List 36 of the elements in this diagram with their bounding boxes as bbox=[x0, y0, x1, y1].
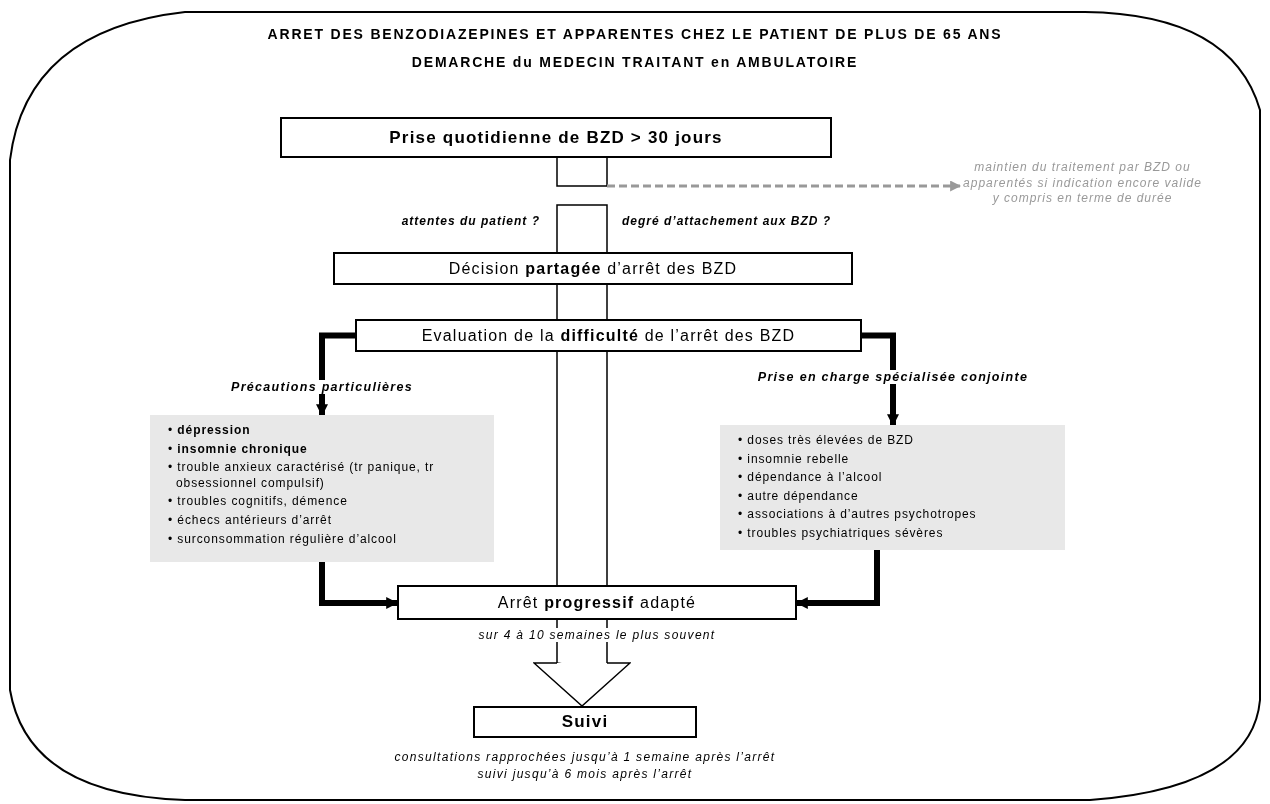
list-item: • trouble anxieux caractérisé (tr panique, tr obsessionnel compulsif) bbox=[168, 460, 436, 492]
diagram-subtitle: DEMARCHE du MEDECIN TRAITANT en AMBULATOIRE bbox=[410, 54, 860, 70]
list-item: • échecs antérieurs d’arrêt bbox=[168, 512, 333, 529]
list-item: • doses très élevées de BZD bbox=[738, 433, 915, 449]
criteria-panel bbox=[150, 415, 494, 562]
list-item: • insomnie chronique bbox=[168, 441, 309, 458]
list-item: • dépression bbox=[168, 423, 252, 439]
arrow bbox=[862, 332, 899, 427]
box-text: Décision partagée d’arrêt des BZD bbox=[448, 259, 738, 278]
process-box bbox=[333, 252, 853, 285]
box-text: Suivi bbox=[561, 712, 609, 732]
box-text: Evaluation de la difficulté de l’arrêt des BZD bbox=[421, 326, 796, 345]
list-item: • troubles psychiatriques sévères bbox=[738, 525, 945, 542]
note-text: maintien du traitement par BZD ou apparentés si indication encore valide y compris en terme de durée bbox=[960, 160, 1205, 230]
connector bbox=[556, 204, 608, 253]
process-box bbox=[355, 319, 862, 352]
arrow bbox=[316, 332, 355, 417]
process-box bbox=[397, 585, 797, 620]
process-box bbox=[280, 117, 832, 158]
list-item: • insomnie rebelle bbox=[738, 451, 851, 468]
question-text: degré d’attachement aux BZD ? bbox=[622, 214, 833, 228]
diagram-title: ARRET DES BENZODIAZEPINES ET APPARENTES CHEZ LE PATIENT DE PLUS DE 65 ANS bbox=[266, 26, 1004, 42]
dashed-arrow bbox=[607, 180, 962, 192]
list-item: • associations à d’autres psychotropes bbox=[738, 507, 978, 523]
connector bbox=[556, 351, 608, 586]
criteria-panel bbox=[720, 425, 1065, 550]
process-box bbox=[473, 706, 697, 738]
list-item: • surconsommation régulière d’alcool bbox=[168, 531, 398, 548]
list-item: • troubles cognitifs, démence bbox=[168, 494, 349, 510]
question-text: attentes du patient ? bbox=[400, 214, 540, 228]
box-text: Prise quotidienne de BZD > 30 jours bbox=[389, 127, 723, 148]
connector bbox=[556, 284, 608, 320]
list-item: • dépendance à l’alcool bbox=[738, 470, 884, 486]
list-item: • autre dépendance bbox=[738, 488, 860, 505]
box-text: Arrêt progressif adapté bbox=[497, 593, 697, 612]
arrow bbox=[319, 562, 399, 609]
